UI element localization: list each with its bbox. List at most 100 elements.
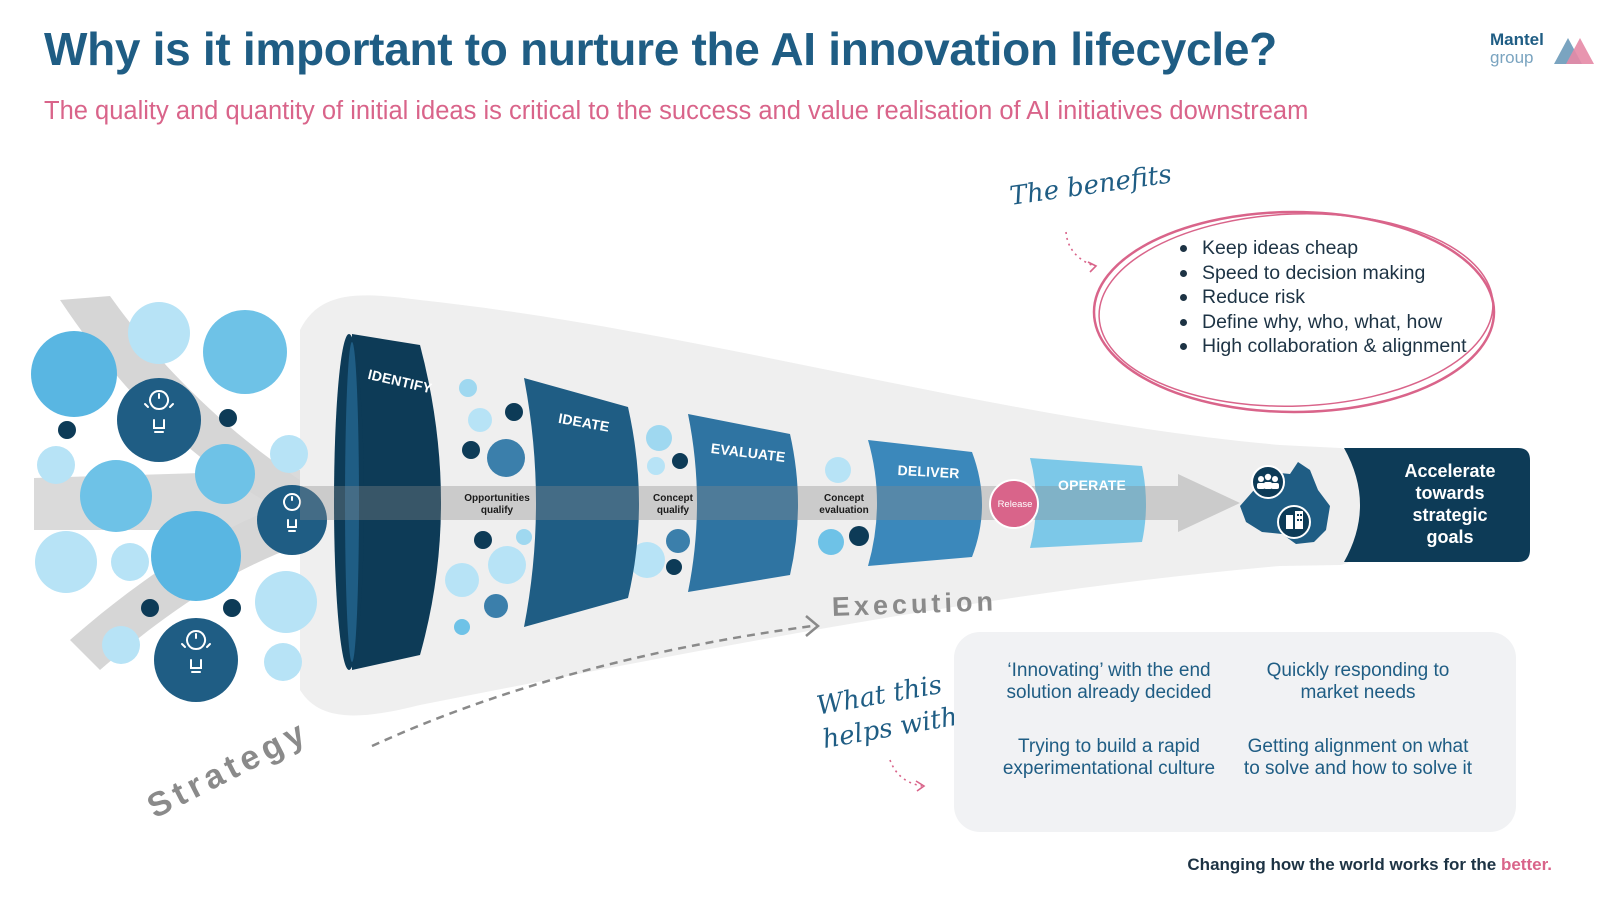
stage-bubble: [516, 529, 532, 545]
idea-bubble: [255, 571, 317, 633]
footer-tagline: Changing how the world works for the bet…: [1187, 855, 1552, 875]
mantel-group-logo: Mantel group: [1490, 30, 1598, 74]
help-item: ‘Innovating’ with the end solution alrea…: [1006, 660, 1212, 703]
idea-bubble-idea: [257, 485, 327, 555]
idea-bubble: [219, 409, 237, 427]
stage-bubble: [849, 526, 869, 546]
stage-bubble: [488, 546, 526, 584]
stage-bubble: [462, 441, 480, 459]
stage-bubble: [484, 594, 508, 618]
idea-bubble: [151, 511, 241, 601]
stage-bubble: [672, 453, 688, 469]
benefit-item: Keep ideas cheap: [1180, 236, 1490, 261]
benefits-ellipse: [1092, 210, 1496, 414]
idea-bubbles: [31, 302, 327, 702]
idea-bubble: [128, 302, 190, 364]
benefit-item: Speed to decision making: [1180, 261, 1490, 286]
stage-bubble: [647, 457, 665, 475]
logo-line2: group: [1490, 48, 1534, 67]
stage-identify: [352, 334, 441, 670]
gate-label-line: Opportunities: [464, 493, 530, 504]
stage-bubble: [445, 563, 479, 597]
goal-label: Accelerate towards strategic goals: [1368, 460, 1532, 548]
gate-label-concept-evaluation: Concept evaluation: [799, 493, 889, 517]
strategy-execution-arrowhead: [805, 615, 820, 637]
building-icon-glyph: [1286, 511, 1303, 529]
stage-ideate: [524, 378, 639, 627]
lightbulb-icon: [283, 493, 301, 532]
stage-bubble: [629, 542, 665, 578]
stage-bubble: [459, 379, 477, 397]
stage-bubble: [666, 559, 682, 575]
execution-label: Execution: [831, 586, 998, 622]
page-title: Why is it important to nurture the AI in…: [44, 23, 1277, 75]
help-item: Getting alignment on what to solve and h…: [1243, 736, 1473, 779]
idea-bubble: [223, 599, 241, 617]
help-item: Quickly responding to market needs: [1266, 660, 1450, 703]
page-subtitle: The quality and quantity of initial idea…: [44, 97, 1309, 125]
helps-panel: [954, 632, 1516, 832]
stage-label-deliver: DELIVER: [897, 462, 960, 482]
stage-bubble: [646, 425, 672, 451]
stage-bubble: [487, 439, 525, 477]
idea-bubble: [31, 331, 117, 417]
stage-identify-rim-inner: [345, 342, 359, 662]
goal-line: towards: [1415, 483, 1485, 503]
benefits-list: Keep ideas cheap Speed to decision makin…: [1180, 236, 1490, 359]
gate-label-line: Concept: [653, 493, 693, 504]
idea-bubble: [35, 531, 97, 593]
idea-bubble: [264, 643, 302, 681]
gate-label-line: Concept: [824, 493, 864, 504]
lightbulb-icon: [181, 630, 211, 673]
gate-label-opportunities: Opportunities qualify: [452, 493, 542, 517]
gate-label-concept-qualify: Concept qualify: [628, 493, 718, 517]
benefit-item: Define why, who, what, how: [1180, 310, 1490, 335]
benefits-ellipse-2: [1098, 213, 1494, 407]
help-item: Trying to build a rapid experimentationa…: [1002, 736, 1216, 779]
footer-text: Changing how the world works for the: [1187, 855, 1501, 874]
idea-bubble: [141, 599, 159, 617]
release-marker: [989, 479, 1039, 529]
gate-label-line: evaluation: [819, 505, 869, 516]
gate-label-line: qualify: [656, 505, 690, 516]
stage-operate: [1030, 458, 1146, 548]
idea-bubble: [80, 460, 152, 532]
idea-bubble: [37, 446, 75, 484]
release-label: Release: [997, 499, 1033, 510]
building-icon: [1277, 505, 1311, 539]
idea-bubble: [203, 310, 287, 394]
goal-line: goals: [1426, 527, 1474, 547]
idea-bubble-idea: [154, 618, 238, 702]
idea-bubble-idea: [117, 378, 201, 462]
dotted-arrow-icon: [1065, 231, 1095, 267]
dotted-arrow-icon: [1087, 261, 1098, 273]
stage-bubble: [474, 531, 492, 549]
stage-bubble: [825, 457, 851, 483]
stage-label-operate: OPERATE: [1058, 477, 1127, 493]
idea-bubble: [270, 435, 308, 473]
benefit-item: Reduce risk: [1180, 285, 1490, 310]
idea-bubble: [58, 421, 76, 439]
gate-label-line: qualify: [480, 505, 514, 516]
stage-evaluate: [688, 414, 798, 592]
benefit-item: High collaboration & alignment: [1180, 334, 1490, 359]
logo-triangles-icon: [1554, 38, 1594, 64]
stage-bubble: [454, 619, 470, 635]
lightbulb-icon: [144, 390, 174, 433]
footer-accent: better.: [1500, 855, 1552, 874]
stage-bubbles: [445, 379, 869, 635]
stage-deliver: [868, 440, 982, 566]
dotted-arrow-icon: [915, 780, 926, 792]
stage-bubble: [666, 529, 690, 553]
idea-bubble: [102, 626, 140, 664]
logo-line1: Mantel: [1490, 30, 1544, 49]
strategy-execution-path: [371, 624, 813, 748]
goal-line: Accelerate: [1404, 461, 1496, 481]
goal-line: strategic: [1412, 505, 1488, 525]
stage-bubble: [468, 408, 492, 432]
idea-bubble: [195, 444, 255, 504]
goal-box: [1344, 448, 1530, 562]
stage-bubble: [818, 529, 844, 555]
people-icon-glyph: [1257, 473, 1279, 489]
